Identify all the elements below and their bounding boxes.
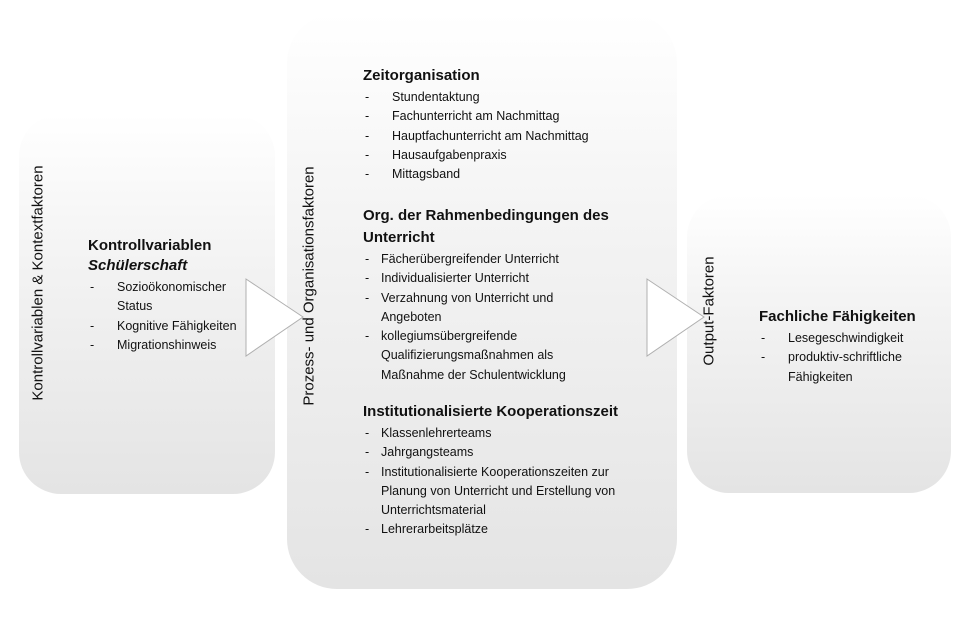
arrow-left-to-middle bbox=[245, 278, 304, 357]
control-variables-title: Kontrollvariablen bbox=[88, 237, 212, 254]
section-title: Institutionalisierte Kooperationszeit bbox=[363, 403, 619, 420]
section-cooperation-time: Institutionalisierte Kooperationszeit Kl… bbox=[363, 402, 653, 540]
list-item: Kognitive Fähigkeiten bbox=[88, 317, 263, 337]
list-item: produktiv-schriftliche Fähigkeiten bbox=[759, 348, 944, 387]
list-item: Fächerübergreifender Unterricht bbox=[363, 250, 653, 270]
list-item: Individualisierter Unterricht bbox=[363, 269, 653, 289]
list-item: Hauptfachunterricht am Nachmittag bbox=[363, 127, 663, 147]
section-title: Org. der Rahmenbedingungen des Unterrich… bbox=[363, 207, 609, 246]
list-item: Institutionalisierte Kooperationszeiten … bbox=[363, 463, 631, 521]
list-item: Lehrerarbeitsplätze bbox=[363, 520, 653, 540]
section-list: Klassenlehrerteams Jahrgangsteams Instit… bbox=[363, 424, 653, 540]
list-item: kollegiumsübergreifende Qualifizierungsm… bbox=[363, 327, 616, 385]
output-factors-list: Lesegeschwindigkeit produktiv-schriftlic… bbox=[759, 329, 944, 387]
list-item: Stundentaktung bbox=[363, 88, 663, 108]
control-variables-list: Sozioökonomischer Status Kognitive Fähig… bbox=[88, 278, 263, 355]
list-item: Klassenlehrerteams bbox=[363, 424, 653, 444]
section-list: Stundentaktung Fachunterricht am Nachmit… bbox=[363, 88, 663, 185]
section-list: Fächerübergreifender Unterricht Individu… bbox=[363, 250, 653, 385]
list-item: Jahrgangsteams bbox=[363, 443, 653, 463]
output-factors-block: Fachliche Fähigkeiten Lesegeschwindigkei… bbox=[759, 307, 944, 387]
list-item: Hausaufgabenpraxis bbox=[363, 146, 663, 166]
section-framework-organisation: Org. der Rahmenbedingungen des Unterrich… bbox=[363, 205, 653, 385]
list-item: Lesegeschwindigkeit bbox=[759, 329, 944, 349]
section-time-organisation: Zeitorganisation Stundentaktung Fachunte… bbox=[363, 66, 663, 185]
output-factors-title: Fachliche Fähigkeiten bbox=[759, 308, 916, 325]
list-item: Verzahnung von Unterricht und Angeboten bbox=[363, 289, 611, 328]
arrow-middle-to-right bbox=[646, 278, 705, 357]
list-item: Fachunterricht am Nachmittag bbox=[363, 107, 663, 127]
section-title: Zeitorganisation bbox=[363, 67, 480, 84]
list-item: Mittagsband bbox=[363, 165, 663, 185]
control-variables-subtitle: Schülerschaft bbox=[88, 257, 188, 274]
left-vertical-label: Kontrollvariablen & Kontextfaktoren bbox=[29, 165, 47, 401]
control-variables-block: Kontrollvariablen Schülerschaft Sozioöko… bbox=[88, 236, 263, 355]
list-item: Migrationshinweis bbox=[88, 336, 263, 356]
list-item: Sozioökonomischer Status bbox=[88, 278, 263, 317]
